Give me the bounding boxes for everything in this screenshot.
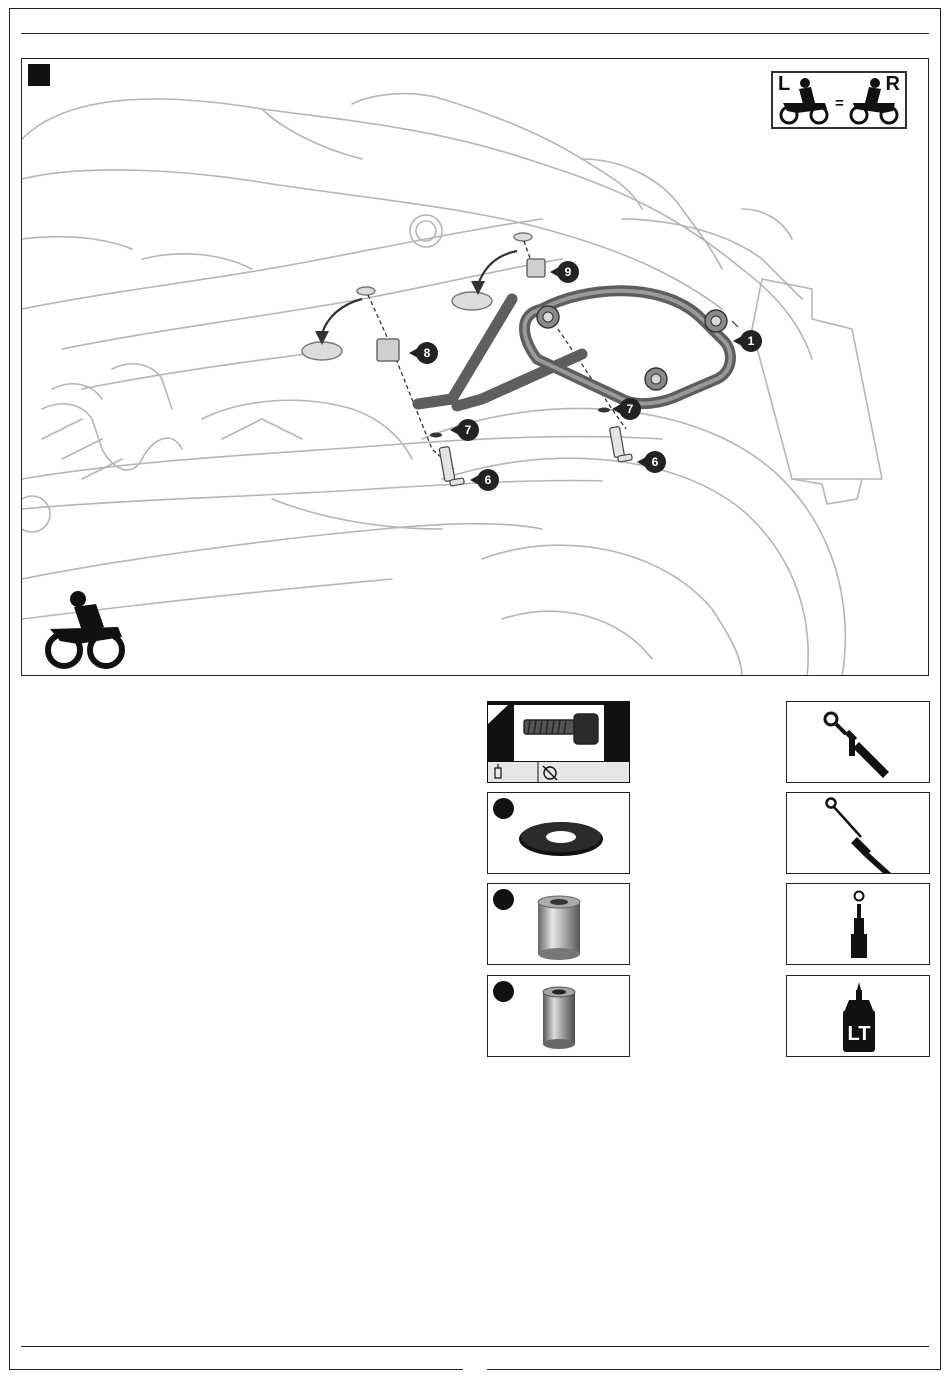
ratchet-screwdriver-icon — [787, 702, 930, 783]
header-rule — [21, 33, 929, 34]
screw-icon — [488, 702, 630, 783]
tool-threadlocker-box: LT — [786, 975, 930, 1057]
footer-rule — [21, 1346, 929, 1347]
washer-number — [493, 798, 514, 819]
threadlocker-label: LT — [848, 1023, 871, 1045]
left-equals-right-badge: L R = — [771, 71, 907, 129]
callout-part-9: 9 — [557, 261, 579, 283]
motorcycle-sketch — [22, 59, 929, 676]
torque-wrench-icon — [787, 793, 930, 874]
hardware-screw-box — [487, 701, 630, 783]
threadlocker-icon: LT — [787, 976, 930, 1057]
hex-socket-icon — [787, 884, 930, 965]
spacer-short-number — [493, 981, 514, 1002]
callout-part-7-left: 7 — [457, 419, 479, 441]
callout-part-8: 8 — [416, 342, 438, 364]
page-number — [463, 1361, 487, 1373]
spacer-long-number — [493, 889, 514, 910]
callout-part-6-left: 6 — [477, 469, 499, 491]
callout-part-6-right: 6 — [644, 451, 666, 473]
tool-torque-wrench-box — [786, 792, 930, 874]
hardware-spacer-long-box — [487, 883, 630, 965]
hardware-spacer-short-box — [487, 975, 630, 1057]
tool-ratchet-box — [786, 701, 930, 783]
mirrored-bike-icon — [773, 73, 909, 131]
rider-side-icon — [48, 591, 122, 666]
assembly-illustration: L R = 1 9 8 7 7 6 6 — [21, 58, 929, 676]
callout-part-1: 1 — [740, 330, 762, 352]
step-number-marker — [28, 64, 50, 86]
tool-hex-socket-box — [786, 883, 930, 965]
hardware-washer-box — [487, 792, 630, 874]
callout-part-7-right: 7 — [619, 398, 641, 420]
